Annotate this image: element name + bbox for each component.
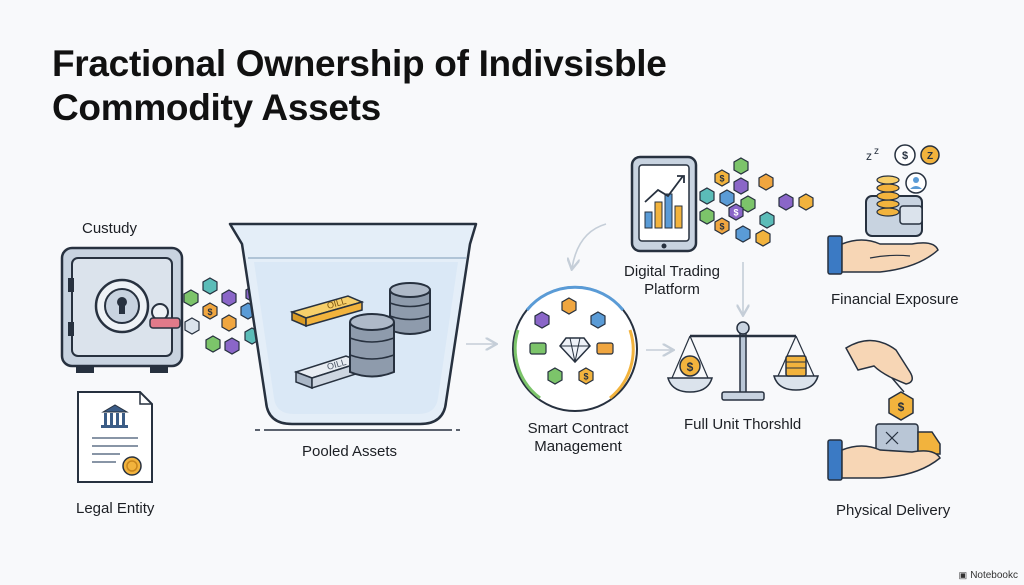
physical-delivery-label: Physical Delivery [836,502,951,519]
digital-trading-label: Digital Trading Platform [612,263,732,299]
token-cluster-platform: $ $ $ [699,157,814,247]
diagram-title: Fractional Ownership of Indivsisble Comm… [52,42,667,130]
svg-text:$: $ [583,372,588,382]
svg-text:$: $ [719,222,724,232]
coin-icon: $ [888,391,914,421]
svg-text:z: z [866,149,872,163]
svg-text:$: $ [898,400,905,414]
digital-trading-label-line-1: Digital Trading [624,263,720,280]
balance-scale-icon: $ [667,321,819,401]
full-unit-label: Full Unit Thorshld [684,416,802,433]
svg-text:$: $ [902,150,908,162]
svg-text:$: $ [207,307,212,317]
oil-barrel-icon [389,282,431,335]
floating-icons: z z $ Z [866,144,940,194]
financial-exposure-label: Financial Exposure [831,291,959,308]
smart-contract-label-line-2: Management [534,438,622,455]
hand-icon [827,235,939,275]
safe-icon [60,246,184,373]
notebook-icon: ▣ [958,570,968,580]
tablet-chart-icon [630,155,698,253]
legal-entity-label: Legal Entity [76,500,155,517]
svg-text:$: $ [733,208,738,218]
smart-contract-label-line-1: Smart Contract [527,420,629,437]
svg-text:$: $ [687,360,694,374]
svg-text:Z: Z [927,151,933,162]
legal-document-icon [77,391,153,483]
pooled-assets-label: Pooled Assets [302,443,398,460]
hand-icon [827,439,941,481]
watermark: ▣ Notebookc [959,570,1018,581]
gold-bar-icon: OILL [289,295,365,328]
svg-text:z: z [874,146,879,157]
coin-stack-icon [865,175,923,237]
custody-label: Custudy [82,220,138,237]
watermark-text: Notebookc [970,570,1018,581]
svg-text:$: $ [719,174,724,184]
oil-barrel-icon [349,313,395,378]
smart-contract-label: Smart Contract Management [518,420,638,456]
hand-pinch-icon [845,339,913,393]
smart-contract-wheel: $ [512,285,638,412]
flow-arrow [572,223,607,268]
digital-trading-label-line-2: Platform [644,281,700,298]
title-line-1: Fractional Ownership of Indivsisble [52,43,667,84]
title-line-2: Commodity Assets [52,87,381,128]
